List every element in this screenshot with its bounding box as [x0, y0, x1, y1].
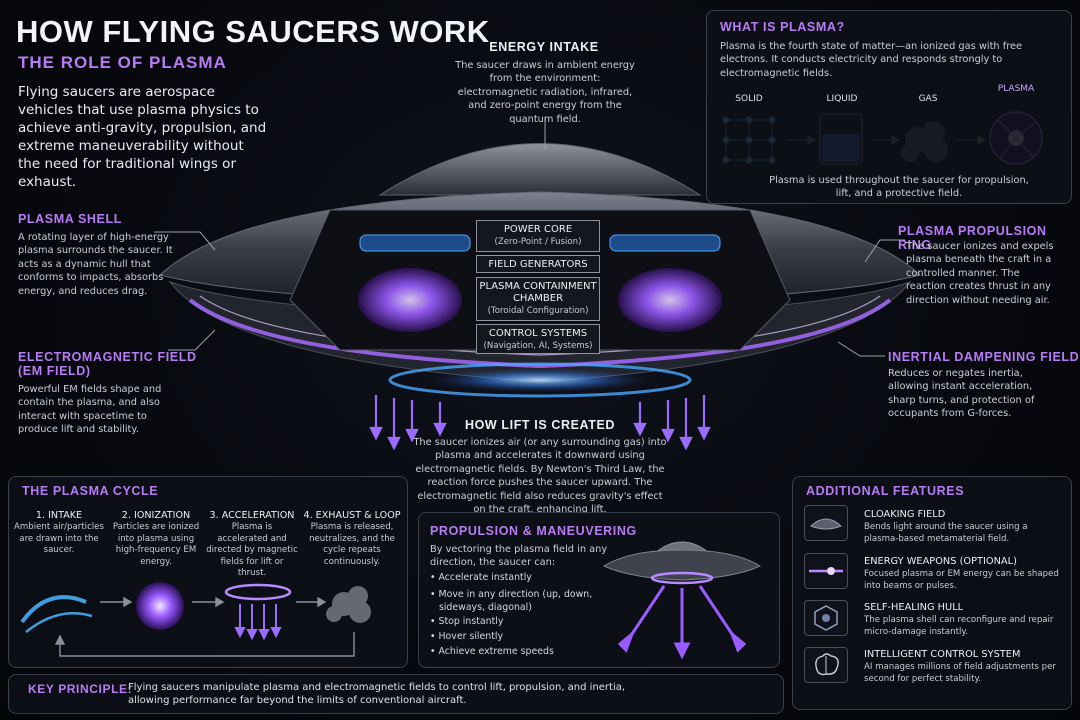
exhaust-cloud-icon — [326, 586, 371, 623]
power-core-title: POWER CORE — [503, 224, 573, 235]
key-principle-panel — [8, 674, 784, 714]
saucer-dome — [378, 143, 702, 196]
lift-heading: HOW LIFT IS CREATED — [464, 418, 616, 432]
em-field-heading: ELECTROMAGNETIC FIELD (EM FIELD) — [18, 350, 197, 378]
inertial-field-text: Reduces or negates inertia, allowing ins… — [888, 368, 1035, 420]
feature-title: CLOAKING FIELD — [864, 509, 946, 520]
state-gas-label: GAS — [918, 94, 938, 104]
acceleration-ring-icon — [224, 583, 292, 641]
control-systems-title: CONTROL SYSTEMS — [488, 328, 588, 339]
intake-swirl-icon — [20, 595, 93, 633]
propulsion-bullet: • Achieve extreme speeds — [430, 646, 554, 657]
feature-text: AI manages millions of field adjustments… — [864, 662, 1056, 684]
right-coil — [609, 234, 721, 252]
what-is-plasma-heading: WHAT IS PLASMA? — [720, 20, 845, 34]
plasma-cycle-illustration — [20, 582, 371, 657]
cycle-step-text: Ambient air/particles are drawn into the… — [14, 522, 104, 555]
propulsion-bullet: • Stop instantly — [430, 616, 504, 627]
em-field-heading-line2: (EM FIELD) — [18, 364, 91, 378]
cycle-step-title: 3. ACCELERATION — [209, 510, 295, 521]
propulsion-text: By vectoring the plasma field in any dir… — [430, 544, 608, 569]
right-plasma-chamber — [618, 268, 722, 332]
propulsion-ring — [388, 362, 692, 398]
em-field-text: Powerful EM fields shape and contain the… — [18, 384, 162, 436]
energy-beam-icon — [804, 553, 848, 589]
key-principle-line2: allowing performance far beyond the limi… — [128, 695, 467, 706]
propulsion-bullet: sideways, diagonal) — [430, 602, 532, 613]
brain-icon — [804, 647, 848, 683]
plasma-shell-heading: PLASMA SHELL — [18, 212, 122, 226]
cloaking-icon — [804, 505, 848, 541]
containment-chamber-subtitle: (Toroidal Configuration) — [487, 306, 589, 316]
feature-title: SELF-HEALING HULL — [864, 602, 964, 613]
left-coil — [359, 234, 471, 252]
propulsion-bullet: • Hover silently — [430, 631, 504, 642]
propulsion-ring-heading: PLASMA PROPULSION RING — [898, 224, 1047, 252]
cycle-step-title: 2. IONIZATION — [121, 510, 191, 521]
cycle-step-title: 1. INTAKE — [35, 510, 83, 521]
cycle-step-title: 4. EXHAUST & LOOP — [303, 510, 401, 521]
containment-chamber-label: PLASMA CONTAINMENT CHAMBER (Toroidal Con… — [476, 277, 600, 321]
power-core-label: POWER CORE (Zero-Point / Fusion) — [476, 220, 600, 252]
lift-text: The saucer ionizes air (or any surroundi… — [413, 437, 667, 516]
containment-chamber-title: PLASMA CONTAINMENT CHAMBER — [479, 281, 597, 304]
state-liquid-label: LIQUID — [826, 94, 858, 104]
feature-text: Bends light around the saucer using a pl… — [864, 522, 1028, 544]
additional-features-heading: ADDITIONAL FEATURES — [806, 484, 965, 498]
bottom-glow — [430, 368, 650, 392]
cycle-step-text: Particles are ionized into plasma using … — [112, 522, 200, 567]
propulsion-panel — [418, 512, 780, 668]
key-principle-label: KEY PRINCIPLE: — [28, 682, 133, 696]
propulsion-bullet: • Accelerate instantly — [430, 572, 532, 583]
key-principle-text: Flying saucers manipulate plasma and ele… — [128, 681, 768, 707]
propulsion-ring-text: The saucer ionizes and expels plasma ben… — [906, 241, 1054, 306]
field-generators-label: FIELD GENERATORS — [476, 255, 600, 273]
page-subtitle: THE ROLE OF PLASMA — [18, 53, 227, 72]
left-plasma-chamber — [358, 268, 462, 332]
cycle-arrows — [54, 596, 355, 657]
key-principle-line1: Flying saucers manipulate plasma and ele… — [128, 682, 626, 693]
em-field-heading-line1: ELECTROMAGNETIC FIELD — [18, 350, 197, 364]
plasma-cycle-heading: THE PLASMA CYCLE — [22, 484, 159, 498]
propulsion-bullet: • Move in any direction (up, down, — [430, 589, 593, 600]
feature-text: Focused plasma or EM energy can be shape… — [864, 569, 1059, 591]
what-is-plasma-footer: Plasma is used throughout the saucer for… — [769, 175, 1029, 200]
plasma-cycle-panel — [8, 476, 408, 668]
intro-text: Flying saucers are aerospace vehicles th… — [18, 84, 267, 190]
feature-title: ENERGY WEAPONS (OPTIONAL) — [864, 556, 1017, 567]
propulsion-heading: PROPULSION & MANEUVERING — [430, 524, 637, 538]
lift-arrows — [369, 395, 711, 451]
state-solid-label: SOLID — [735, 94, 763, 104]
hull-icon — [804, 600, 848, 636]
ionization-orb-icon — [136, 582, 184, 630]
feature-title: INTELLIGENT CONTROL SYSTEM — [864, 649, 1021, 660]
inertial-field-heading: INERTIAL DAMPENING FIELD — [888, 350, 1080, 364]
energy-intake-text: The saucer draws in ambient energy from … — [455, 60, 635, 125]
cycle-step-text: Plasma is released, neutralizes, and the… — [309, 522, 395, 567]
control-systems-subtitle: (Navigation, AI, Systems) — [483, 341, 593, 351]
feature-text: The plasma shell can reconfigure and rep… — [864, 615, 1054, 637]
what-is-plasma-text: Plasma is the fourth state of matter—an … — [720, 41, 1023, 79]
what-is-plasma-panel — [706, 10, 1072, 204]
plasma-rim-glow — [188, 298, 892, 369]
plasma-shell-text: A rotating layer of high-energy plasma s… — [18, 232, 173, 297]
maneuvering-saucer-icon — [602, 541, 762, 660]
state-plasma-label: PLASMA — [997, 84, 1035, 94]
page-title: HOW FLYING SAUCERS WORK — [16, 14, 490, 49]
energy-intake-heading: ENERGY INTAKE — [489, 40, 599, 54]
cycle-step-text: Plasma is accelerated and directed by ma… — [206, 522, 298, 578]
control-systems-label: CONTROL SYSTEMS (Navigation, AI, Systems… — [476, 324, 600, 354]
power-core-subtitle: (Zero-Point / Fusion) — [494, 237, 582, 247]
